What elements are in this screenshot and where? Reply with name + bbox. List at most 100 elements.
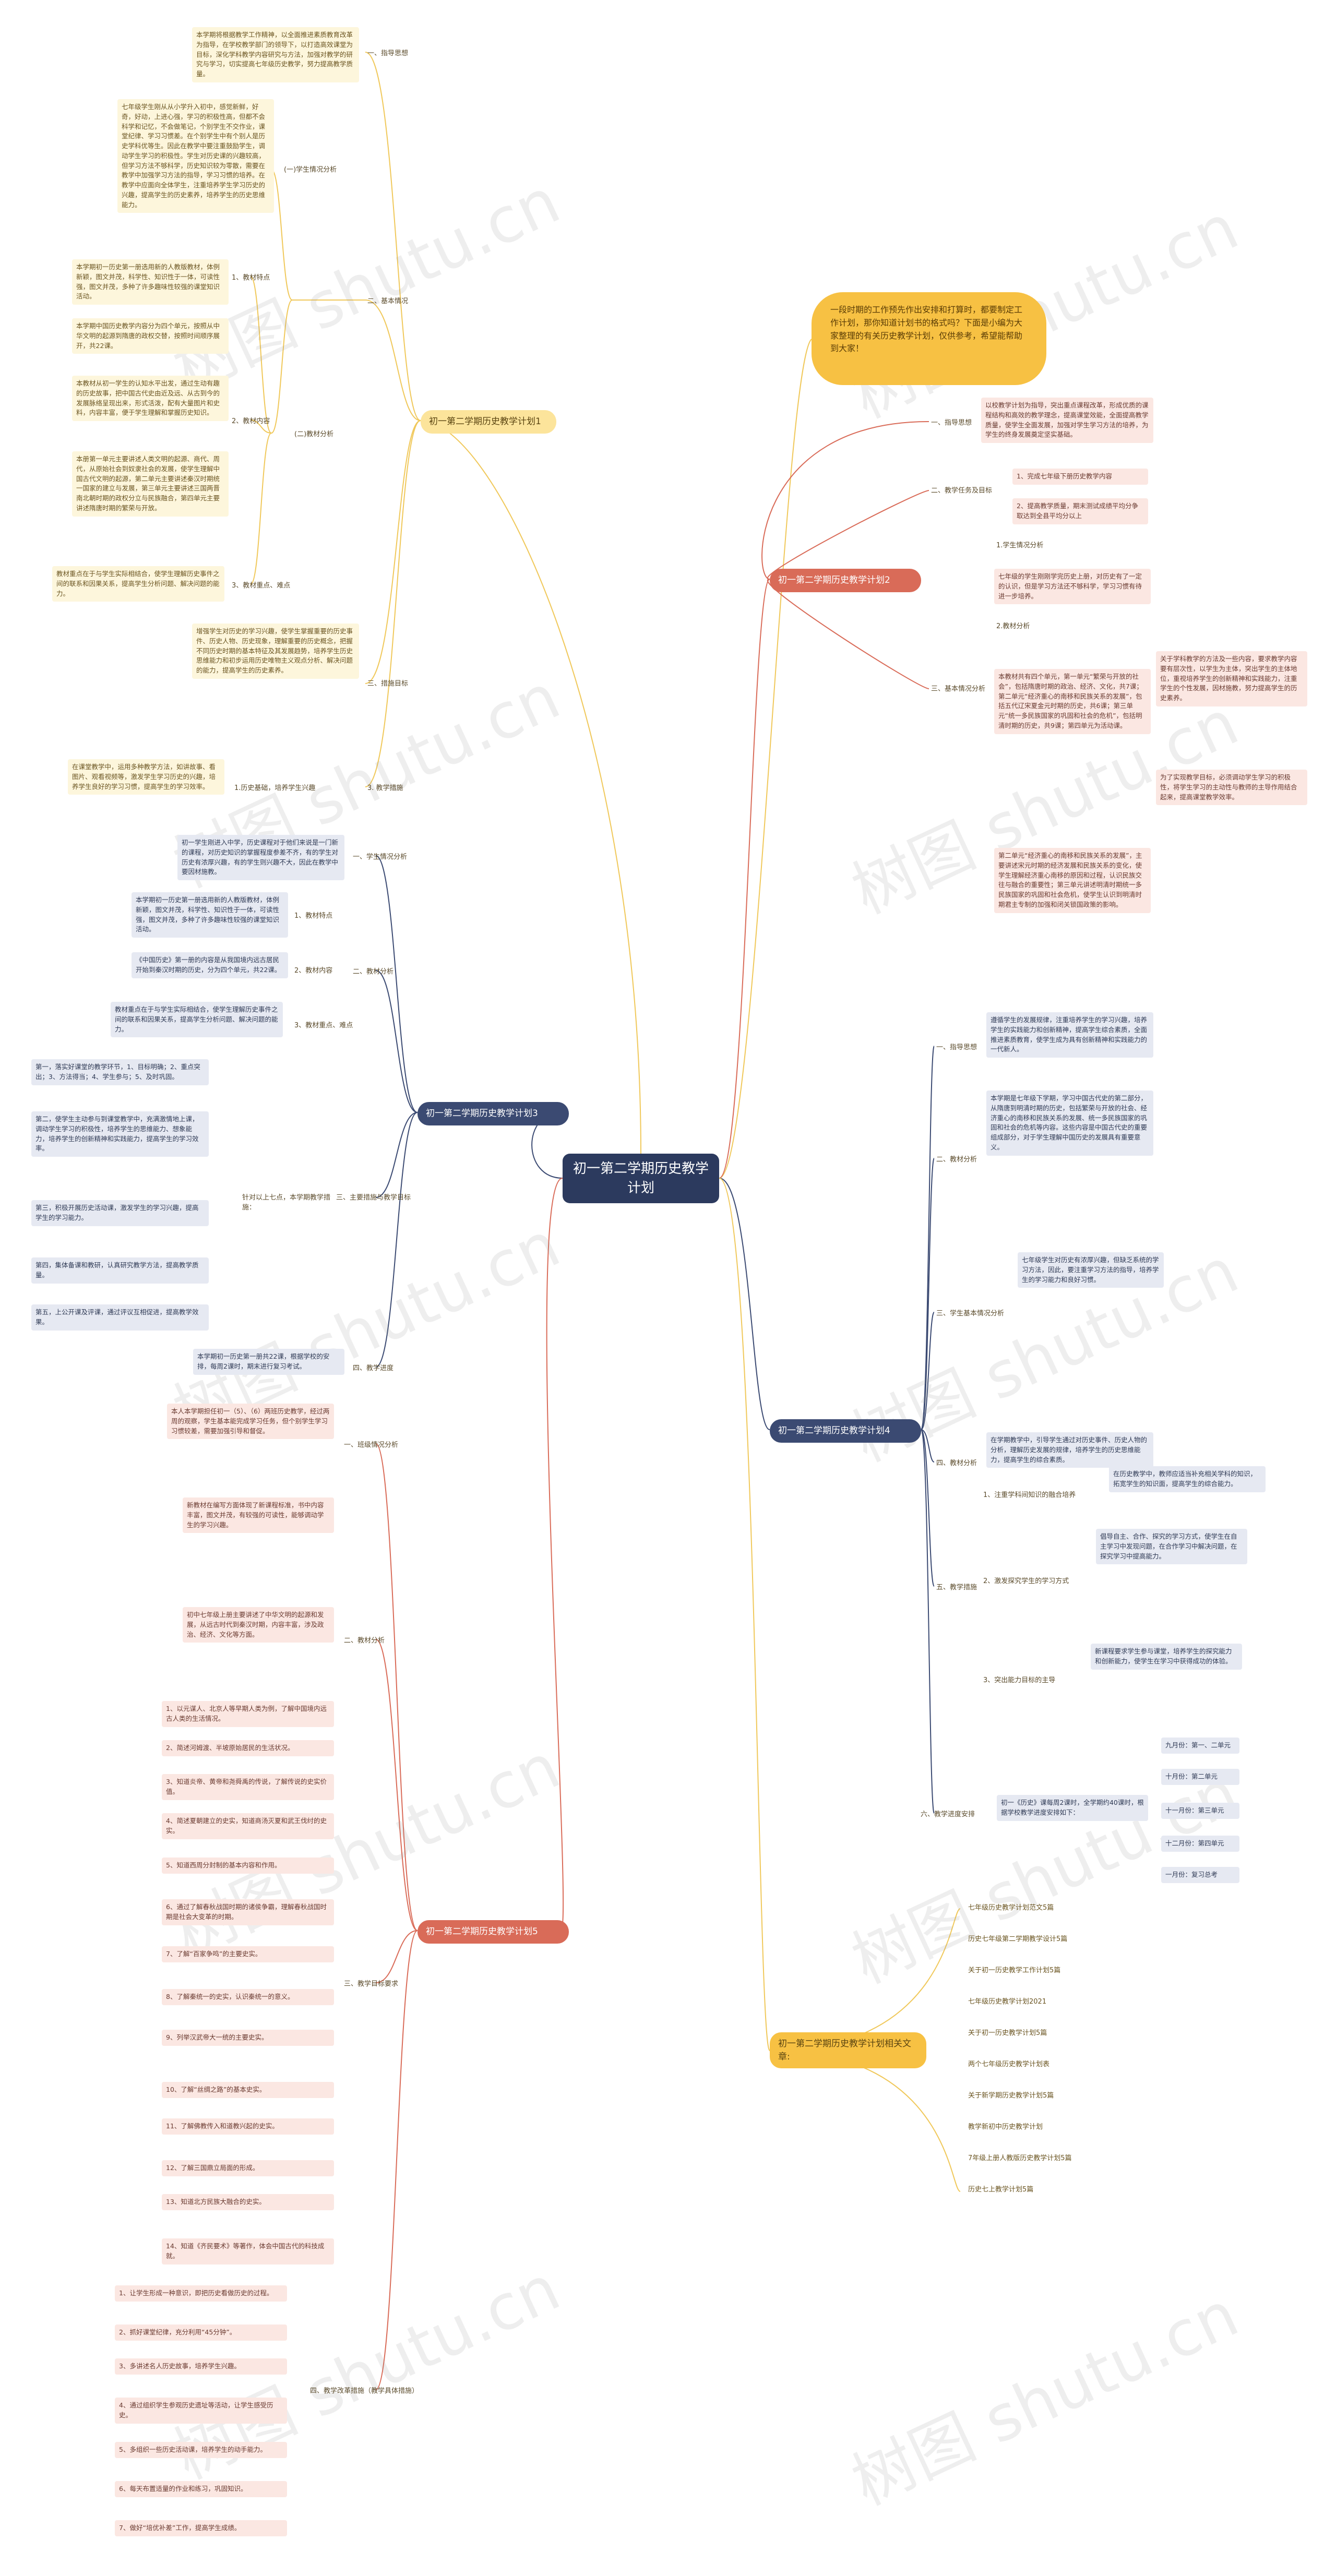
plan3-student-label[interactable]: 一、学生情况分析 <box>353 853 408 861</box>
related-link-6[interactable]: 两个七年级历史教学计划表 <box>968 2060 1050 2068</box>
plan2-goal-2: 2、提高教学质量，期末测试成绩平均分争取达到全县平均分以上 <box>1012 498 1148 524</box>
plan5-method-5: 5、多组织一些历史活动课，培养学生的动手能力。 <box>115 2442 287 2458</box>
plan3-weekly-label[interactable]: 四、教学进度 <box>353 1364 394 1372</box>
plan5-method-7: 7、做好“培优补差”工作，提高学生成绩。 <box>115 2520 287 2536</box>
plan1-time-text: 在课堂教学中，运用多种教学方法，如讲故事、看图片、观看视频等，激发学生学习历史的… <box>68 759 224 795</box>
intro-node[interactable]: 一段时期的工作预先作出安排和打算时，都要制定工作计划，那你知道计划书的格式吗？下… <box>812 292 1046 385</box>
plan3-t3-label[interactable]: 3、教材重点、难点 <box>294 1022 353 1029</box>
plan5-target-label[interactable]: 三、教学目标要求 <box>344 1980 399 1988</box>
plan1-branch[interactable]: 初一第二学期历史教学计划1 <box>421 410 556 434</box>
plan3-measure-3: 第三，积极开展历史活动课，激发学生的学习兴趣，提高学生的学习能力。 <box>31 1200 209 1226</box>
plan4-m3-label[interactable]: 3、突出能力目标的主导 <box>983 1676 1056 1684</box>
plan5-target-5: 5、知道西周分封制的基本内容和作用。 <box>162 1858 334 1874</box>
plan1-textbook-label[interactable]: (二)教材分析 <box>294 430 334 438</box>
related-link-3[interactable]: 关于初一历史教学工作计划5篇 <box>968 1967 1061 1974</box>
plan5-textbook-text-1: 新教材在编写方面体现了新课程标准，书中内容丰富，图文并茂，有较强的可读性，能够调… <box>183 1497 334 1533</box>
plan3-weekly-text: 本学期初一历史第一册共22课，根据学校的安排，每周2课时，期末进行复习考试。 <box>193 1349 344 1375</box>
plan3-measure-sub[interactable]: 针对以上七点，本学期教学措施： <box>242 1194 331 1212</box>
root-node[interactable]: 初一第二学期历史教学计划 <box>563 1154 719 1203</box>
plan1-time-label[interactable]: 1.历史基础，培养学生兴趣 <box>234 784 316 792</box>
plan5-branch[interactable]: 初一第二学期历史教学计划5 <box>418 1920 569 1944</box>
plan4-learn-text: 七年级学生对历史有浓厚兴趣，但缺乏系统的学习方法，因此，要注重学习方法的指导，培… <box>1018 1252 1164 1288</box>
plan5-situation-label[interactable]: 一、班级情况分析 <box>344 1441 399 1449</box>
plan5-target-10: 10、了解“丝绸之路”的基本史实。 <box>162 2082 334 2098</box>
plan4-material-text: 本学期是七年级下学期，学习中国古代史的第二部分，从隋唐到明清时期的历史，包括繁荣… <box>986 1091 1153 1156</box>
plan1-guide-text: 本学期将根据教学工作精神，以全面推进素质教育改革为指导，在学校教学部门的领导下，… <box>192 27 359 82</box>
plan4-measure-label[interactable]: 五、教学措施 <box>936 1584 977 1591</box>
plan1-content-text-2: 本教材从初一学生的认知水平出发，通过生动有趣的历史故事，把中国古代史由近及远、从… <box>72 376 229 421</box>
plan5-textbook-label[interactable]: 二、教材分析 <box>344 1637 385 1645</box>
plan3-t2-label[interactable]: 2、教材内容 <box>294 967 333 975</box>
plan4-plan-text: 初一《历史》课每周2课时，全学期约40课时，根据学校教学进度安排如下： <box>997 1795 1148 1821</box>
plan5-method-1: 1、让学生形成一种意识，即把历史看做历史的过程。 <box>115 2285 287 2302</box>
plan4-month-1: 九月份：第一、二单元 <box>1161 1738 1239 1754</box>
plan5-method-4: 4、通过组织学生参观历史遗址等活动，让学生感受历史。 <box>115 2398 287 2424</box>
plan5-target-14: 14、知道《齐民要术》等著作，体会中国古代的科技成就。 <box>162 2238 334 2265</box>
plan2-textbook-label[interactable]: 2.教材分析 <box>996 622 1030 630</box>
plan3-t3-text: 教材重点在于与学生实际相结合，使学生理解历史事件之间的联系和因果关系，提高学生分… <box>111 1002 283 1038</box>
plan3-t2-text: 《中国历史》第一册的内容是从我国境内远古居民开始到秦汉时期的历史，分为四个单元，… <box>132 952 288 978</box>
plan4-m1-text: 在历史教学中，教师应适当补充相关学科的知识，拓宽学生的知识面，提高学生的综合能力… <box>1109 1466 1266 1492</box>
related-branch[interactable]: 初一第二学期历史教学计划相关文章: <box>770 2032 926 2069</box>
plan5-target-3: 3、知道炎帝、黄帝和尧舜禹的传说，了解传说的史实价值。 <box>162 1774 334 1800</box>
related-link-2[interactable]: 历史七年级第二学期教学设计5篇 <box>968 1935 1068 1943</box>
plan3-student-text: 初一学生刚进入中学，历史课程对于他们来说是一门新的课程，对历史知识的掌握程度参差… <box>177 835 344 880</box>
plan2-branch[interactable]: 初一第二学期历史教学计划2 <box>770 569 921 592</box>
plan2-student-text: 七年级的学生刚刚学完历史上册，对历史有了一定的认识，但是学习方法还不够科学，学习… <box>994 569 1151 605</box>
related-link-10[interactable]: 历史七上教学计划5篇 <box>968 2186 1034 2194</box>
plan3-measure-label[interactable]: 三、主要措施与教学目标 <box>336 1194 411 1202</box>
plan2-goal-1: 1、完成七年级下册历史教学内容 <box>1012 469 1148 485</box>
plan5-method-3: 3、多讲述名人历史故事，培养学生兴趣。 <box>115 2358 287 2375</box>
plan1-content-label[interactable]: 2、教材内容 <box>232 417 270 425</box>
plan4-goal-text: 在学期教学中，引导学生通过对历史事件、历史人物的分析，理解历史发展的规律，培养学… <box>986 1432 1153 1468</box>
plan3-measure-1: 第一，落实好课堂的教学环节，1、目标明确；2、重点突出；3、方法得当；4、学生参… <box>31 1059 209 1085</box>
plan5-method-2: 2、抓好课堂纪律，充分利用“45分钟”。 <box>115 2325 287 2341</box>
plan4-m1-label[interactable]: 1、注重学科间知识的融合培养 <box>983 1491 1076 1499</box>
plan4-m2-label[interactable]: 2、激发探究学生的学习方式 <box>983 1577 1069 1585</box>
plan1-key-label[interactable]: 3、教材重点、难点 <box>232 582 291 590</box>
plan1-feature-text: 本学期初一历史第一册选用新的人教版教材，体例新颖，图文并茂，科学性、知识性于一体… <box>72 259 229 305</box>
plan2-guide-label[interactable]: 一、指导思想 <box>931 419 972 427</box>
plan3-t1-text: 本学期初一历史第一册选用新的人教版教材，体例新颖，图文并茂，科学性、知识性于一体… <box>132 892 288 938</box>
plan3-textbook-label[interactable]: 二、教材分析 <box>353 968 394 976</box>
plan2-side-text: 关于学科教学的方法及一些内容，要求教学内容要有层次性，以学生为主体，突出学生的主… <box>1156 651 1307 706</box>
plan4-learn-label[interactable]: 三、学生基本情况分析 <box>936 1310 1005 1317</box>
plan1-guide-label[interactable]: 一、指导思想 <box>367 50 409 57</box>
plan2-student-label[interactable]: 1.学生情况分析 <box>996 542 1044 549</box>
plan1-measure-label[interactable]: 三、措施目标 <box>367 680 409 688</box>
plan4-guide-label[interactable]: 一、指导思想 <box>936 1044 977 1051</box>
related-link-8[interactable]: 教学新初中历史教学计划 <box>968 2123 1043 2131</box>
plan4-branch[interactable]: 初一第二学期历史教学计划4 <box>770 1419 921 1443</box>
plan5-method-6: 6、每天布置适量的作业和练习，巩固知识。 <box>115 2481 287 2497</box>
plan5-target-7: 7、了解“百家争鸣”的主要史实。 <box>162 1946 334 1962</box>
plan4-goal-label[interactable]: 四、教材分析 <box>936 1459 977 1467</box>
plan5-target-6: 6、通过了解春秋战国时期的诸侯争霸，理解春秋战国时期是社会大变革的时期。 <box>162 1899 334 1925</box>
related-link-4[interactable]: 七年级历史教学计划2021 <box>968 1998 1047 2006</box>
plan2-guide-text: 以校教学计划为指导，突出重点课程改革，形成优质的课程结构和高效的教学理念，提高课… <box>981 398 1153 443</box>
plan1-basic-label[interactable]: 二、基本情况 <box>367 297 409 305</box>
plan1-textbook-link[interactable]: 3. 教学措施 <box>367 784 403 792</box>
related-link-1[interactable]: 七年级历史教学计划范文5篇 <box>968 1904 1054 1912</box>
plan1-feature-label[interactable]: 1、教材特点 <box>232 274 270 282</box>
plan3-measure-4: 第四，集体备课和教研，认真研究教学方法，提高教学质量。 <box>31 1257 209 1284</box>
plan4-plan-label[interactable]: 六、教学进度安排 <box>921 1811 975 1818</box>
plan2-goal-label[interactable]: 二、教学任务及目标 <box>931 487 993 495</box>
plan3-branch[interactable]: 初一第二学期历史教学计划3 <box>418 1102 569 1125</box>
plan5-textbook-text-2: 初中七年级上册主要讲述了中华文明的起源和发展，从远古时代到秦汉时期，内容丰富，涉… <box>183 1607 334 1643</box>
plan1-student-text: 七年级学生刚从从小学升入初中，感觉新鲜，好奇，好动，上进心强，学习的积极性高，但… <box>117 99 274 213</box>
plan5-method-label[interactable]: 四、教学改革措施（教学具体措施） <box>310 2387 419 2395</box>
plan2-basic-label[interactable]: 三、基本情况分析 <box>931 685 986 693</box>
plan1-student-label[interactable]: (一)学生情况分析 <box>284 166 337 174</box>
plan3-t1-label[interactable]: 1、教材特点 <box>294 912 333 920</box>
plan1-content-text-1: 本学期中国历史教学内容分为四个单元，按照从中华文明的起源到隋唐的政权交替，按照时… <box>72 318 229 354</box>
plan4-month-4: 十二月份：第四单元 <box>1161 1836 1239 1852</box>
plan1-content-text-3: 本册第一单元主要讲述人类文明的起源、商代、周代，从原始社会到奴隶社会的发展，使学… <box>72 451 229 517</box>
plan4-month-2: 十月份：第二单元 <box>1161 1769 1239 1785</box>
related-link-9[interactable]: 7年级上册人教版历史教学计划5篇 <box>968 2154 1072 2162</box>
related-link-7[interactable]: 关于新学期历史教学计划5篇 <box>968 2092 1054 2100</box>
related-link-5[interactable]: 关于初一历史教学计划5篇 <box>968 2029 1047 2037</box>
plan4-material-label[interactable]: 二、教材分析 <box>936 1156 977 1164</box>
plan2-textbook-text-2: 第二单元“经济重心的南移和民族关系的发展”，主要讲述宋元时期的经济发展和民族关系… <box>994 848 1151 913</box>
plan3-measure-5: 第五，上公开课及评课，通过评议互相促进，提高教学效果。 <box>31 1304 209 1331</box>
